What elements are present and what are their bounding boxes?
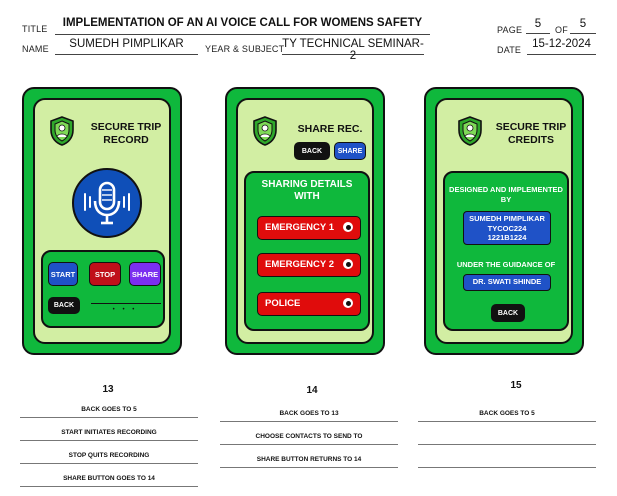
screen-15: SECURE TRIP CREDITS DESIGNED AND IMPLEME…	[435, 98, 573, 344]
note-row: SHARE BUTTON GOES TO 14	[20, 464, 198, 487]
shield-icon	[458, 116, 482, 146]
name-value: SUMEDH PIMPLIKAR	[69, 38, 184, 50]
contact-label: EMERGENCY 2	[265, 259, 334, 270]
title-value: IMPLEMENTATION OF AN AI VOICE CALL FOR W…	[62, 17, 423, 29]
phone-screen-13: SECURE TRIP RECORD START STOP SHARE BACK…	[22, 87, 182, 355]
note-text: SHARE BUTTON RETURNS TO 14	[256, 456, 362, 463]
stop-button[interactable]: STOP	[89, 262, 121, 286]
recording-progress-dots: • • •	[112, 307, 138, 313]
note-row: SHARE BUTTON RETURNS TO 14	[220, 445, 398, 468]
author-name: SUMEDH PIMPLIKAR	[469, 214, 545, 223]
date-field: 15-12-2024	[527, 38, 596, 55]
screen-13: SECURE TRIP RECORD START STOP SHARE BACK…	[33, 98, 171, 344]
screen-heading: SECURE TRIP CREDITS	[495, 121, 567, 146]
contact-emergency-1[interactable]: EMERGENCY 1	[257, 216, 361, 240]
contact-police[interactable]: POLICE	[257, 292, 361, 316]
sharing-details-panel: SHARING DETAILS WITH EMERGENCY 1 EMERGEN…	[244, 171, 370, 331]
note-row: START INITIATES RECORDING	[20, 418, 198, 441]
of-value: 5	[579, 18, 587, 30]
note-row: BACK GOES TO 5	[418, 399, 596, 422]
note-text: BACK GOES TO 5	[81, 406, 137, 413]
note-number-13: 13	[102, 384, 114, 395]
name-label: NAME	[22, 44, 49, 54]
recording-progress-track	[91, 303, 161, 304]
share-button[interactable]: SHARE	[129, 262, 161, 286]
note-row: BACK GOES TO 13	[220, 399, 398, 422]
contact-label: EMERGENCY 1	[265, 222, 334, 233]
start-button[interactable]: START	[48, 262, 78, 286]
note-text: STOP QUITS RECORDING	[68, 452, 150, 459]
author-box: SUMEDH PIMPLIKAR TYCOC224 1221B1224	[463, 211, 551, 245]
note-text: CHOOSE CONTACTS TO SEND TO	[255, 433, 363, 440]
year-value: TY TECHNICAL SEMINAR-2	[282, 38, 424, 62]
author-class: TYCOC224	[487, 223, 527, 233]
year-label: YEAR & SUBJECT	[205, 44, 285, 54]
note-text: BACK GOES TO 5	[479, 410, 535, 417]
back-button[interactable]: BACK	[48, 297, 80, 314]
credits-panel: DESIGNED AND IMPLEMENTED BY SUMEDH PIMPL…	[443, 171, 569, 331]
date-label: DATE	[497, 45, 522, 55]
page-field: 5	[526, 18, 550, 34]
page-value: 5	[534, 18, 542, 30]
of-label: OF	[555, 25, 568, 35]
share-button[interactable]: SHARE	[334, 142, 366, 160]
radio-icon[interactable]	[343, 259, 353, 269]
phone-screen-14: SHARE REC. BACK SHARE SHARING DETAILS WI…	[225, 87, 385, 355]
title-label: TITLE	[22, 24, 48, 34]
note-row: STOP QUITS RECORDING	[20, 441, 198, 464]
microphone-icon[interactable]	[71, 167, 143, 239]
year-field: TY TECHNICAL SEMINAR-2	[282, 38, 424, 62]
back-button[interactable]: BACK	[491, 304, 525, 322]
contact-emergency-2[interactable]: EMERGENCY 2	[257, 253, 361, 277]
note-text: SHARE BUTTON GOES TO 14	[63, 475, 155, 482]
note-row: BACK GOES TO 5	[20, 395, 198, 418]
note-text: START INITIATES RECORDING	[61, 429, 157, 436]
title-field: IMPLEMENTATION OF AN AI VOICE CALL FOR W…	[55, 16, 430, 35]
back-button[interactable]: BACK	[294, 142, 330, 160]
guide-name: DR. SWATI SHINDE	[463, 274, 551, 291]
note-row	[418, 445, 596, 468]
author-id: 1221B1224	[487, 233, 527, 242]
screen-14: SHARE REC. BACK SHARE SHARING DETAILS WI…	[236, 98, 374, 344]
note-row: CHOOSE CONTACTS TO SEND TO	[220, 422, 398, 445]
note-text: BACK GOES TO 13	[279, 410, 339, 417]
shield-icon	[50, 116, 74, 146]
name-field: SUMEDH PIMPLIKAR	[55, 38, 198, 55]
date-value: 15-12-2024	[532, 38, 591, 50]
record-controls-panel: START STOP SHARE BACK • • •	[41, 250, 165, 328]
screen-heading: SHARE REC.	[297, 123, 363, 135]
screen-heading: SECURE TRIP RECORD	[90, 121, 162, 146]
radio-icon[interactable]	[343, 222, 353, 232]
note-number-15: 15	[510, 380, 522, 391]
radio-icon[interactable]	[343, 298, 353, 308]
of-field: 5	[570, 18, 596, 34]
page-label: PAGE	[497, 25, 523, 35]
designed-by-label: DESIGNED AND IMPLEMENTED BY	[449, 185, 563, 204]
note-number-14: 14	[306, 385, 318, 396]
note-row	[418, 422, 596, 445]
contact-label: POLICE	[265, 298, 301, 309]
phone-screen-15: SECURE TRIP CREDITS DESIGNED AND IMPLEME…	[424, 87, 584, 355]
shield-icon	[253, 116, 277, 146]
guidance-label: UNDER THE GUIDANCE OF	[456, 260, 556, 269]
sharing-details-title: SHARING DETAILS WITH	[261, 179, 353, 202]
